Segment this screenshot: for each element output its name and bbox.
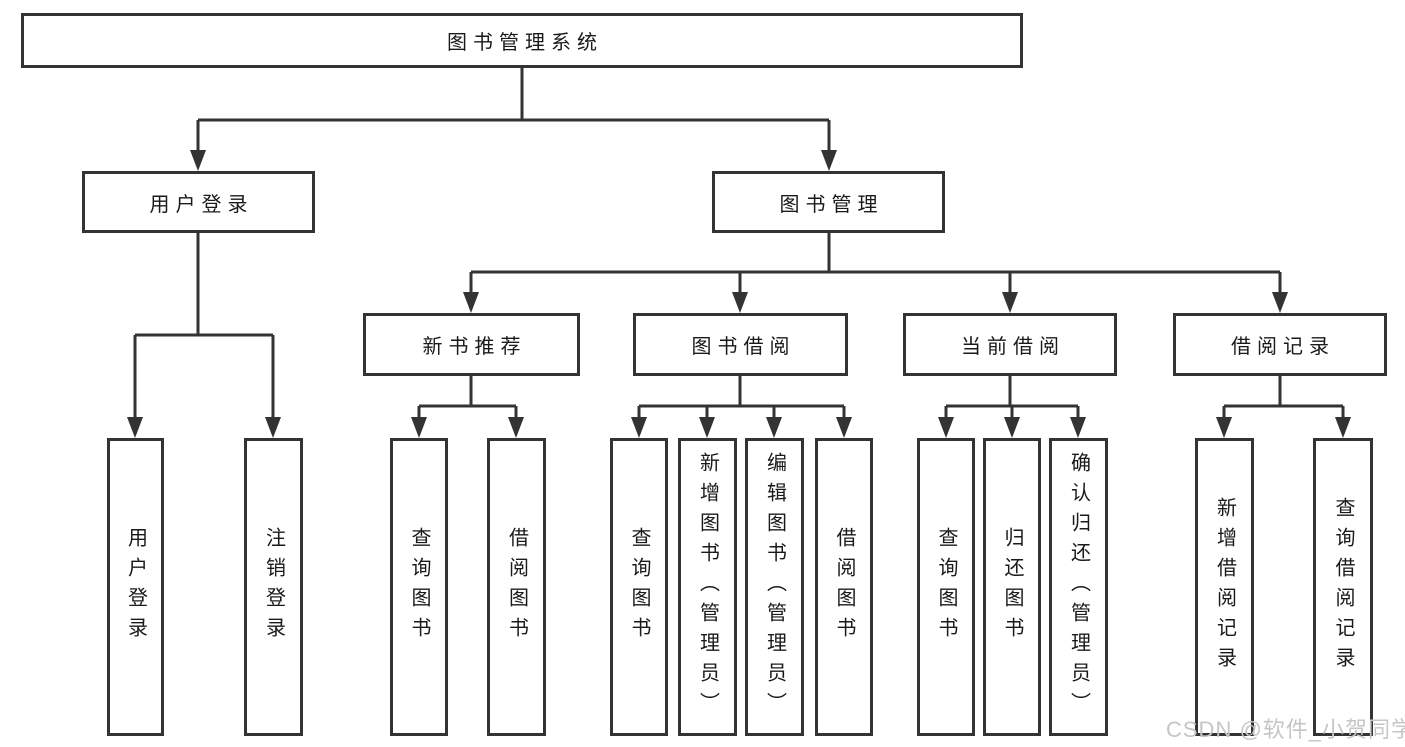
leaf-logout: 注销登录 <box>244 438 303 736</box>
node-label: 注销登录 <box>262 527 285 647</box>
node-label: 新书推荐 <box>422 336 527 358</box>
node-user-login: 用户登录 <box>82 171 315 233</box>
leaf-borrow-edit-books-admin: 编辑图书（管理员） <box>745 438 804 736</box>
node-label: 图书管理系统 <box>447 32 603 54</box>
node-label: 图书管理 <box>779 193 884 216</box>
node-label: 当前借阅 <box>961 336 1065 358</box>
node-label: 借阅记录 <box>1231 336 1335 358</box>
node-label: 借阅图书 <box>505 527 528 647</box>
node-label: 归还图书 <box>1001 527 1023 647</box>
leaf-current-return-books: 归还图书 <box>983 438 1041 736</box>
node-new-book-recommend: 新书推荐 <box>363 313 580 376</box>
node-label: 查询图书 <box>408 527 430 647</box>
node-label: 新增图书（管理员） <box>696 452 719 722</box>
leaf-newbook-borrow-books: 借阅图书 <box>487 438 546 736</box>
leaf-borrow-borrow-books: 借阅图书 <box>815 438 873 736</box>
leaf-current-confirm-return-admin: 确认归还（管理员） <box>1049 438 1108 736</box>
node-book-management: 图书管理 <box>712 171 945 233</box>
node-label: 借阅图书 <box>833 527 855 647</box>
node-label: 用户登录 <box>149 193 254 216</box>
node-label: 确认归还（管理员） <box>1067 452 1090 722</box>
node-label: 新增借阅记录 <box>1213 497 1236 677</box>
node-current-borrow: 当前借阅 <box>903 313 1117 376</box>
csdn-watermark: CSDN @软件_小贺同学 <box>1166 717 1405 742</box>
node-label: 图书借阅 <box>691 336 796 358</box>
leaf-records-query-record: 查询借阅记录 <box>1313 438 1373 736</box>
leaf-newbook-query-books: 查询图书 <box>390 438 448 736</box>
node-label: 编辑图书（管理员） <box>763 452 786 722</box>
node-borrow-records: 借阅记录 <box>1173 313 1387 376</box>
leaf-records-add-record: 新增借阅记录 <box>1195 438 1254 736</box>
leaf-borrow-add-books-admin: 新增图书（管理员） <box>678 438 737 736</box>
leaf-borrow-query-books: 查询图书 <box>610 438 668 736</box>
node-label: 用户登录 <box>124 527 147 647</box>
node-book-borrow: 图书借阅 <box>633 313 848 376</box>
node-label: 查询图书 <box>628 527 650 647</box>
leaf-user-login: 用户登录 <box>107 438 164 736</box>
node-label: 查询图书 <box>935 527 957 647</box>
node-library-management-system: 图书管理系统 <box>21 13 1023 68</box>
node-label: 查询借阅记录 <box>1332 497 1354 677</box>
leaf-current-query-books: 查询图书 <box>917 438 975 736</box>
